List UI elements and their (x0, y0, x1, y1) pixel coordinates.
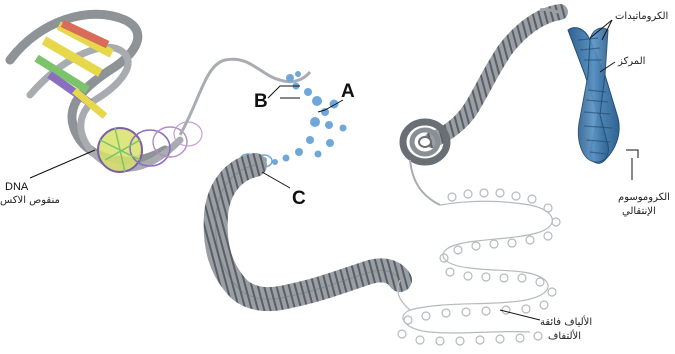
dna-pointer-line (30, 150, 95, 178)
dna-strand (180, 59, 310, 135)
supercoiled-fiber (403, 9, 560, 205)
label-b: B (254, 92, 268, 111)
metaphase-chromosome-label-1: الكروموسوم (618, 193, 670, 203)
label-c: C (292, 189, 306, 208)
metaphase-bracket (626, 150, 638, 180)
chromatids-label: الكروماتيدات (615, 12, 668, 22)
looped-fibers-pointer (500, 310, 540, 320)
metaphase-chromosome-label-2: الإنتقالي (622, 207, 656, 217)
looped-fibers-label-2: الألتفاف (548, 332, 581, 342)
c-pointer (262, 172, 290, 188)
dna-double-helix (10, 14, 202, 178)
metaphase-chromosome (568, 28, 619, 164)
histone-beads (261, 71, 347, 165)
looped-fibers-label-1: الألياف فائقة (540, 318, 592, 328)
dna-sub-label: منقوص الاكس (0, 196, 60, 206)
looped-fibers (398, 189, 560, 345)
spiral-loop (403, 122, 447, 162)
centromere-label: المركز (618, 57, 645, 67)
label-a: A (341, 82, 355, 101)
loop-beads (398, 189, 560, 345)
coiled-chromatin-fiber (216, 165, 400, 299)
dna-label: DNA (5, 182, 28, 193)
